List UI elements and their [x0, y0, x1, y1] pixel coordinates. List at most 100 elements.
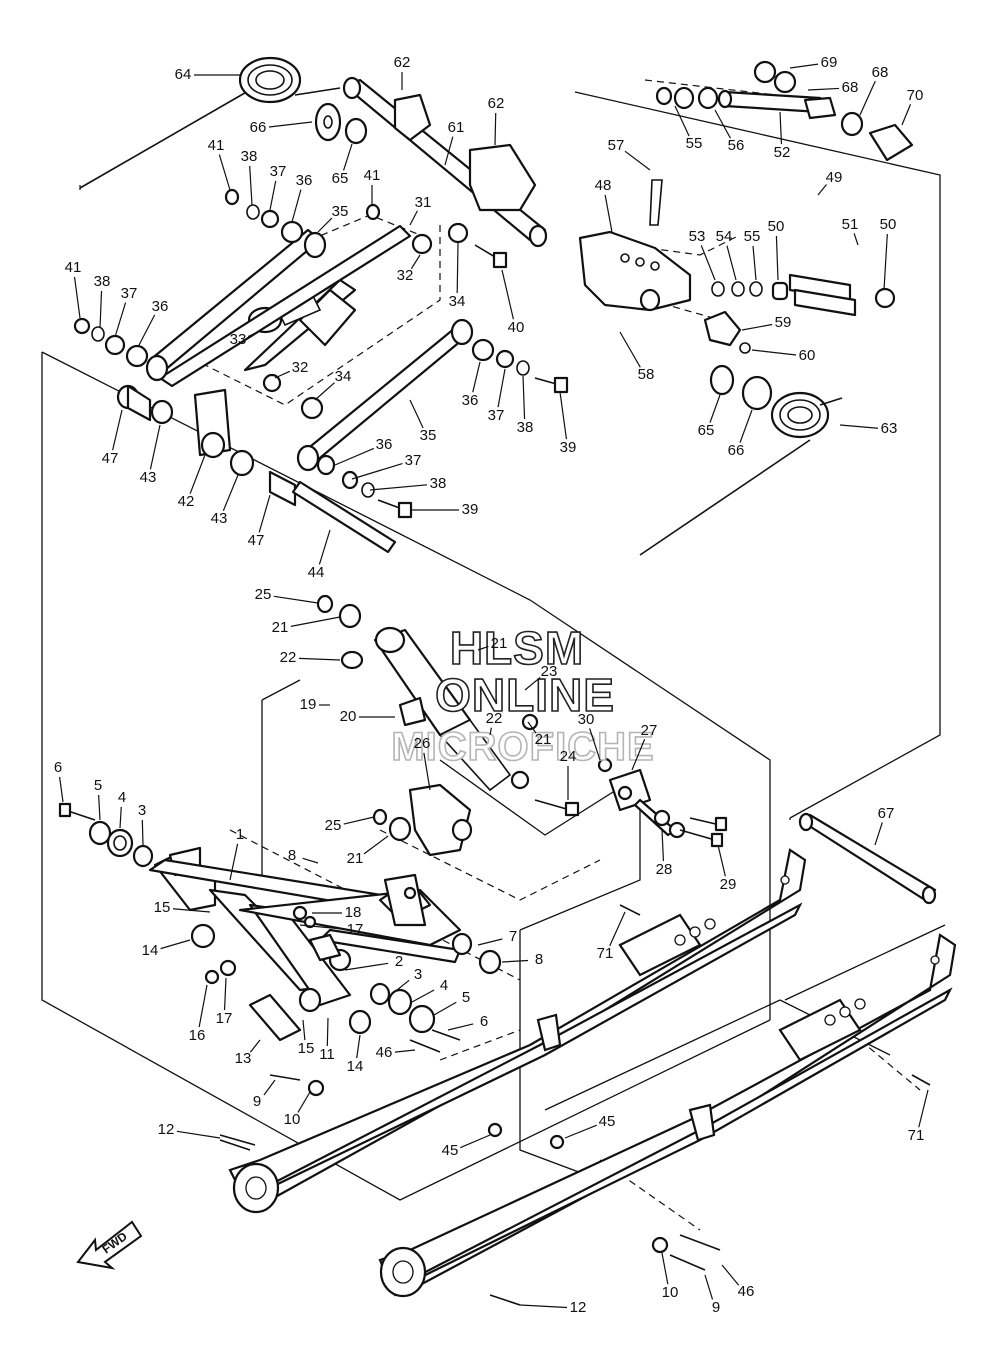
callout-2: 2: [395, 953, 403, 970]
callout-leader-3: [141, 819, 144, 846]
callout-65: 65: [698, 422, 715, 439]
callout-4: 4: [440, 977, 448, 994]
callout-42: 42: [178, 493, 195, 510]
callout-leader-33: [247, 329, 263, 338]
callout-41: 41: [208, 137, 225, 154]
rail-hardware: [219, 904, 931, 1306]
crossbar-lower: [116, 384, 397, 554]
callout-leader-8: [302, 857, 319, 864]
callout-leader-2: [344, 962, 389, 971]
bushing-65-top: [344, 117, 368, 145]
callout-25: 25: [325, 817, 342, 834]
callout-63: 63: [881, 420, 898, 437]
callout-leader-49: [817, 184, 827, 196]
callout-45: 45: [442, 1142, 459, 1159]
callout-17: 17: [216, 1010, 233, 1027]
callout-leader-29: [717, 844, 726, 877]
slide-rail-right: [378, 933, 957, 1298]
callout-leader-10: [297, 1091, 311, 1113]
callout-leader-27: [631, 739, 646, 771]
watermark: HLSM ONLINE MICROFICHE: [391, 621, 655, 770]
callout-leader-50: [775, 235, 779, 281]
bracket-62: [393, 93, 537, 212]
callout-leader-5: [98, 794, 101, 821]
callout-leader-25: [273, 595, 319, 604]
callout-leader-12: [519, 1304, 568, 1309]
callout-leader-9: [704, 1274, 714, 1300]
callout-leader-42: [189, 454, 206, 494]
callout-leader-45: [459, 1134, 491, 1149]
callout-leader-30: [589, 728, 601, 761]
rear-shock: [316, 594, 728, 857]
callout-39: 39: [462, 501, 479, 518]
callout-57: 57: [608, 137, 625, 154]
callout-leader-57: [624, 150, 651, 171]
callout-leader-68: [859, 80, 876, 116]
pins-49-50-51: [711, 273, 896, 317]
callout-40: 40: [508, 319, 525, 336]
callout-9: 9: [253, 1093, 261, 1110]
callout-18: 18: [345, 904, 362, 921]
callout-51: 51: [842, 216, 859, 233]
callout-66: 66: [728, 442, 745, 459]
callout-9: 9: [712, 1299, 720, 1316]
links-35: [145, 224, 474, 472]
callout-66: 66: [250, 119, 267, 136]
callout-58: 58: [638, 366, 655, 383]
washer-66-top: [314, 102, 342, 142]
callout-14: 14: [347, 1058, 364, 1075]
callout-leader-9: [263, 1079, 276, 1096]
callout-35: 35: [332, 203, 349, 220]
callout-54: 54: [716, 228, 733, 245]
spring-64: [79, 56, 341, 189]
callout-29: 29: [720, 876, 737, 893]
callout-20: 20: [340, 708, 357, 725]
callout-leader-70: [901, 103, 912, 126]
callout-32: 32: [292, 359, 309, 376]
callout-22: 22: [280, 649, 297, 666]
callout-leader-21: [527, 721, 537, 734]
callout-leader-65: [342, 143, 353, 171]
callout-44: 44: [308, 564, 325, 581]
callout-3: 3: [414, 966, 422, 983]
bracket-59: [703, 310, 751, 354]
callout-19: 19: [300, 696, 317, 713]
callout-49: 49: [826, 169, 843, 186]
watermark-line2: ONLINE: [435, 669, 615, 721]
callout-leader-62: [494, 112, 497, 146]
watermark-line1: HLSM: [450, 622, 584, 674]
callout-27: 27: [641, 722, 658, 739]
bolts-39-40: [377, 244, 569, 519]
callout-leader-28: [661, 829, 665, 862]
callout-41: 41: [364, 167, 381, 184]
callout-leader-4: [411, 989, 435, 1003]
callout-leader-10: [661, 1252, 669, 1285]
callout-10: 10: [662, 1284, 679, 1301]
callout-leader-16: [198, 984, 208, 1028]
callout-8: 8: [288, 847, 296, 864]
callout-leader-71: [609, 911, 626, 947]
callout-leader-23: [524, 676, 541, 691]
callout-15: 15: [298, 1040, 315, 1057]
callout-leader-41: [73, 276, 81, 319]
callout-leader-14: [160, 939, 191, 950]
callout-62: 62: [394, 54, 411, 71]
callout-leader-41: [218, 154, 231, 191]
callout-leader-14: [356, 1034, 361, 1059]
callout-leader-36: [137, 314, 156, 348]
fwd-arrow-icon: FWD: [76, 1220, 143, 1270]
callout-34: 34: [449, 293, 466, 310]
callout-leader-35: [317, 217, 333, 233]
callout-61: 61: [448, 119, 465, 136]
shaft-67: [798, 812, 937, 905]
callout-leader-32: [410, 254, 421, 269]
callout-leader-45: [564, 1124, 597, 1139]
callout-24: 24: [560, 748, 577, 765]
callout-leader-71: [918, 1089, 929, 1128]
callout-leader-43: [222, 474, 239, 511]
bushings-top-left: [73, 188, 530, 420]
callout-leader-37: [351, 462, 403, 480]
callout-37: 37: [270, 163, 287, 180]
callout-38: 38: [241, 148, 258, 165]
